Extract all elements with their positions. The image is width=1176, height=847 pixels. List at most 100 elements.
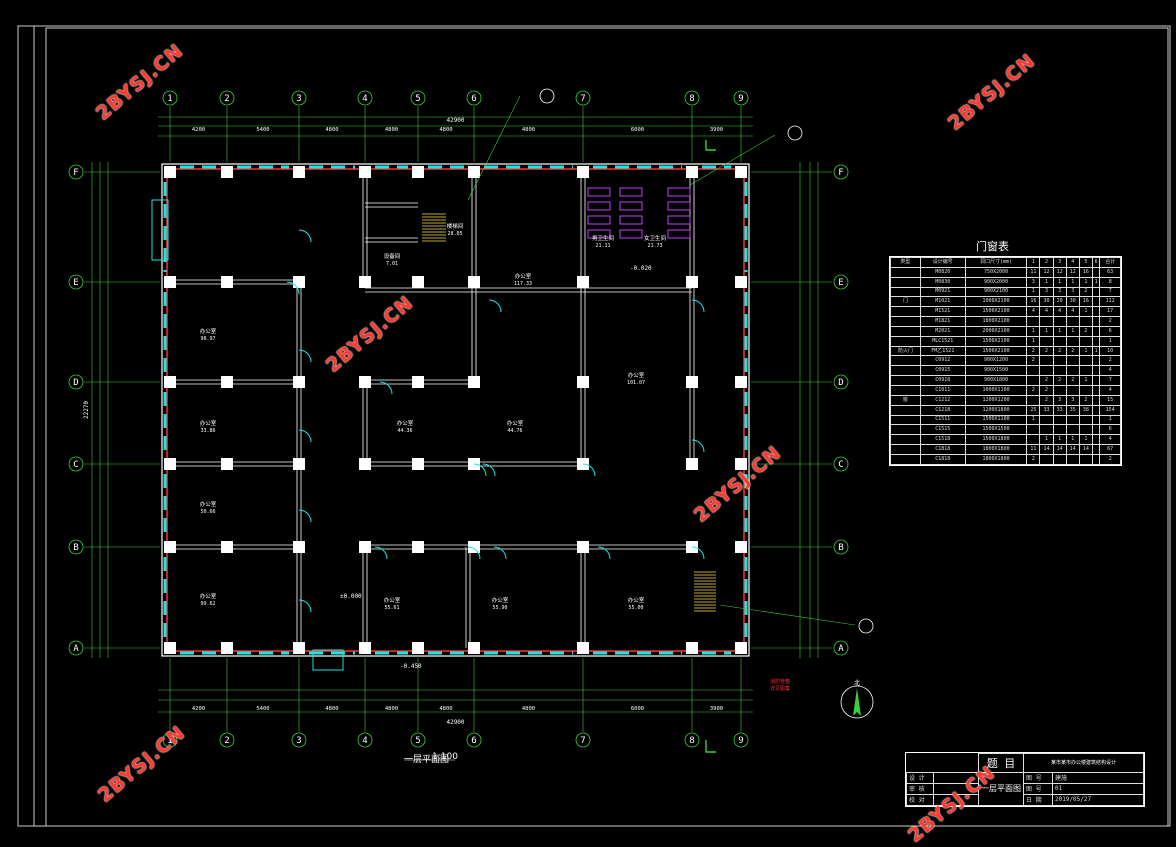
schedule-cell: 2 bbox=[1078, 286, 1093, 298]
door-swing bbox=[379, 381, 393, 395]
schedule-cell: 3 bbox=[1026, 276, 1041, 288]
schedule-cell: 30 bbox=[1039, 296, 1054, 308]
schedule-cell: 2 bbox=[1099, 355, 1121, 367]
structural-column bbox=[735, 376, 747, 388]
schedule-cell: 2 bbox=[1039, 394, 1054, 406]
structural-column bbox=[468, 166, 480, 178]
axis-label: 9 bbox=[738, 736, 743, 746]
schedule-cell bbox=[1065, 316, 1080, 327]
entrance-steps bbox=[312, 649, 344, 671]
axis-bubble bbox=[733, 90, 749, 106]
schedule-cell: 1 bbox=[1052, 276, 1067, 288]
axis-label: C bbox=[73, 460, 78, 470]
structural-column bbox=[359, 642, 371, 654]
structural-column bbox=[686, 276, 698, 288]
room-name: 办公室 bbox=[200, 327, 217, 335]
structural-column bbox=[577, 276, 589, 288]
schedule-header: 6 bbox=[1091, 257, 1101, 268]
axis-bubble bbox=[162, 732, 178, 748]
total-dimension: 22270 bbox=[83, 401, 90, 419]
schedule-cell: 16 bbox=[1026, 296, 1041, 308]
axis-label: 8 bbox=[689, 736, 694, 746]
axis-bubble bbox=[575, 90, 591, 106]
schedule-cell: 6 bbox=[1099, 424, 1121, 436]
structural-column bbox=[412, 541, 424, 553]
axis-label: 4 bbox=[362, 736, 367, 746]
structural-column bbox=[164, 458, 176, 470]
schedule-cell: M1021 bbox=[919, 296, 966, 308]
structural-column bbox=[293, 166, 305, 178]
structural-column bbox=[293, 276, 305, 288]
schedule-cell: 1 bbox=[1099, 335, 1121, 347]
door-swing bbox=[298, 429, 312, 443]
elevation-mark: -0.020 bbox=[630, 265, 652, 272]
axis-bubble bbox=[219, 732, 235, 748]
elevation-mark: -0.450 bbox=[400, 663, 422, 670]
schedule-cell: 900X2100 bbox=[964, 286, 1028, 298]
schedule-cell: 2 bbox=[1052, 345, 1067, 357]
schedule-cell: 3 bbox=[1065, 286, 1080, 298]
schedule-cell: 1 bbox=[1026, 286, 1041, 298]
north-arrow-needle bbox=[853, 688, 861, 716]
structural-column bbox=[359, 376, 371, 388]
schedule-cell bbox=[1091, 296, 1101, 308]
schedule-cell: 4 bbox=[1052, 306, 1067, 318]
toilet-stall bbox=[587, 229, 611, 239]
schedule-cell: 1500X2100 bbox=[964, 306, 1028, 318]
structural-column bbox=[735, 458, 747, 470]
schedule-cell bbox=[1039, 365, 1054, 377]
schedule-cell: 2 bbox=[1026, 345, 1041, 357]
room-area: 50.66 bbox=[200, 509, 215, 515]
door-swing bbox=[582, 463, 596, 477]
tb-page-no: 01 bbox=[1052, 782, 1144, 795]
structural-column bbox=[412, 642, 424, 654]
schedule-cell bbox=[1091, 444, 1101, 455]
schedule-cell bbox=[1039, 414, 1054, 426]
schedule-cell bbox=[1039, 424, 1054, 436]
schedule-cell: 1 bbox=[1078, 306, 1093, 318]
schedule-cell: 2 bbox=[1039, 375, 1054, 386]
axis-bubble bbox=[466, 732, 482, 748]
axis-bubble bbox=[575, 732, 591, 748]
schedule-cell bbox=[1078, 384, 1093, 396]
section-mark bbox=[705, 740, 716, 753]
schedule-cell: 1000X2100 bbox=[964, 296, 1028, 308]
structural-column bbox=[164, 276, 176, 288]
room-area: 33.86 bbox=[200, 428, 215, 434]
schedule-cell bbox=[1026, 434, 1041, 446]
schedule-cell bbox=[890, 444, 921, 455]
schedule-cell bbox=[1065, 335, 1080, 347]
schedule-cell: 1 bbox=[1039, 325, 1054, 337]
room-name: 办公室 bbox=[200, 500, 217, 508]
tb-left-row: 审 核 bbox=[906, 782, 934, 795]
schedule-cell: 窗 bbox=[890, 394, 921, 406]
schedule-cell: 16 bbox=[1078, 296, 1093, 308]
axis-bubble bbox=[410, 90, 426, 106]
room-name: 女卫生间 bbox=[644, 234, 666, 242]
schedule-cell: 112 bbox=[1099, 296, 1121, 308]
door-swing bbox=[482, 463, 496, 477]
axis-label: E bbox=[838, 278, 843, 288]
schedule-cell: 14 bbox=[1065, 444, 1080, 455]
schedule-cell bbox=[1078, 453, 1093, 466]
exterior-wall-core bbox=[166, 168, 745, 652]
structural-column bbox=[221, 166, 233, 178]
door-swing bbox=[691, 299, 705, 313]
axis-dimension: 4800 bbox=[522, 127, 535, 133]
room-area: 101.07 bbox=[627, 380, 645, 386]
structural-column bbox=[221, 458, 233, 470]
schedule-cell: 900X1800 bbox=[964, 375, 1028, 386]
schedule-cell bbox=[1091, 424, 1101, 436]
axis-dimension: 5400 bbox=[256, 706, 269, 712]
structural-column bbox=[735, 276, 747, 288]
axis-bubble bbox=[68, 640, 84, 656]
axis-label: 6 bbox=[471, 736, 476, 746]
tb-left-row: 设 计 bbox=[906, 771, 934, 784]
axis-dimension: 6000 bbox=[631, 127, 644, 133]
structural-column bbox=[164, 166, 176, 178]
axis-bubble bbox=[68, 456, 84, 472]
schedule-cell bbox=[1052, 335, 1067, 347]
axis-bubble bbox=[833, 539, 849, 555]
schedule-cell: 154 bbox=[1099, 404, 1121, 416]
